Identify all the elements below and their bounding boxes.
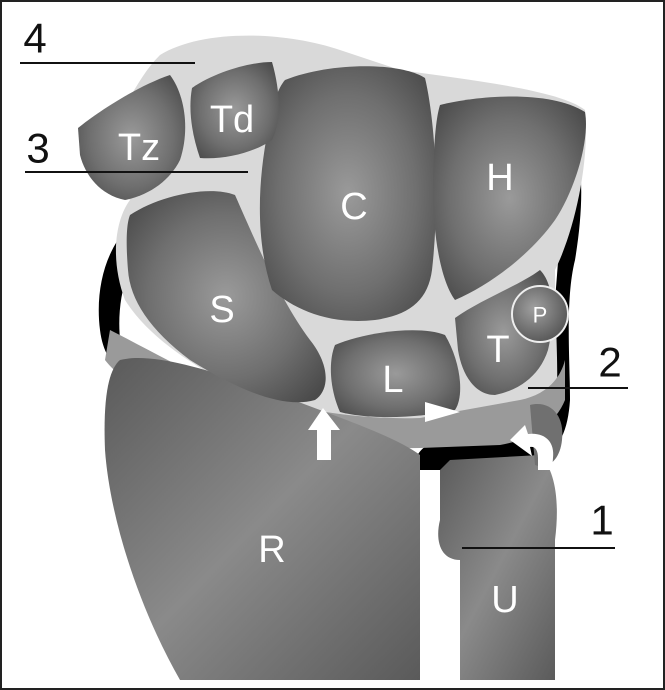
hamate-label: H [486, 157, 513, 199]
callout-number-4: 4 [23, 15, 46, 62]
trapezium-bone [78, 75, 186, 200]
pisiform-bone [511, 285, 569, 343]
trapezoid-label: Td [210, 99, 254, 141]
trapezoid-bone [190, 62, 279, 159]
callout-number-2: 2 [598, 339, 621, 386]
hamate-bone [432, 96, 586, 301]
capitate-bone [259, 66, 436, 321]
ulna-bone [438, 455, 557, 680]
white-up-arrow [308, 408, 340, 460]
callout-number-3: 3 [26, 125, 49, 172]
pisiform-label: P [533, 303, 548, 328]
trapezium-label: Tz [118, 127, 160, 169]
radius-bone [104, 358, 421, 680]
scaphoid-label: S [209, 289, 234, 331]
radius-label: R [258, 529, 285, 571]
scaphoid-bone [126, 191, 326, 403]
curved-white-arrow [510, 425, 554, 470]
capitate-label: C [340, 186, 367, 228]
ulna-label: U [491, 579, 518, 621]
white-arrowhead [425, 402, 460, 422]
triquetrum-label: T [486, 329, 509, 371]
lunate-label: L [382, 359, 403, 401]
callout-number-1: 1 [590, 497, 613, 544]
lunate-bone [330, 330, 461, 418]
